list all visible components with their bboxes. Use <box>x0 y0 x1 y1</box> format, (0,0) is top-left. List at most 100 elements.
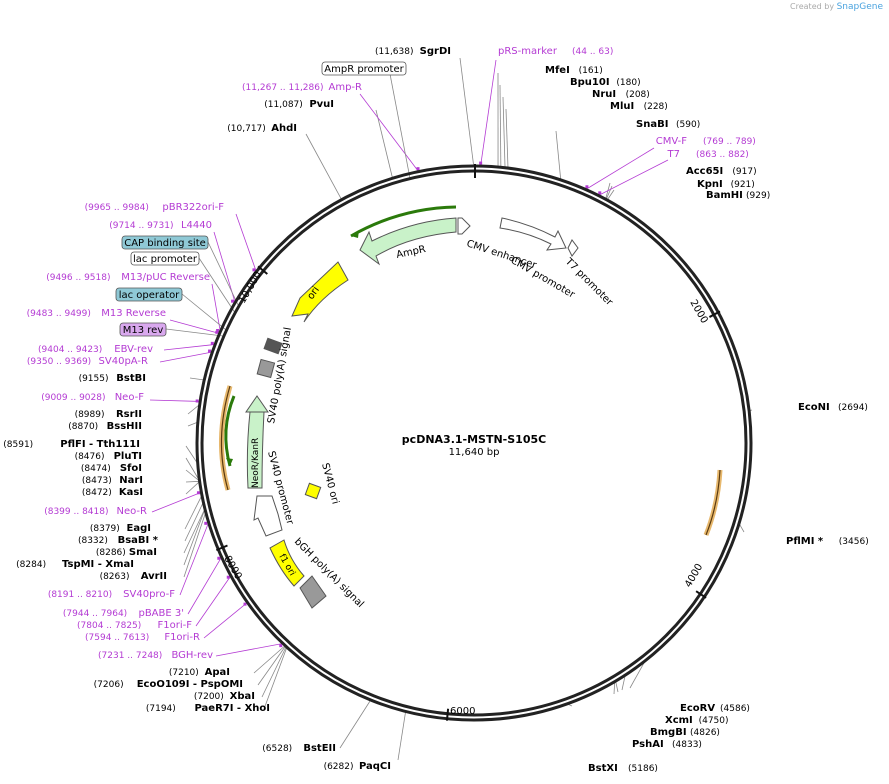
enzyme-site-smai[interactable]: SmaI(8286) <box>96 547 157 558</box>
credit-brand: SnapGene <box>836 2 883 12</box>
sv40-polya-feature[interactable] <box>263 337 283 355</box>
feature-box-label: lac operator <box>119 290 180 301</box>
enzyme-site-nrui[interactable]: NruI(208) <box>592 89 650 100</box>
enzyme-site-sfoi[interactable]: SfoI(8474) <box>81 463 142 474</box>
enzyme-name: PvuI <box>309 99 334 110</box>
primer-pbr322ori-f[interactable]: pBR322ori-F(9965 .. 9984) <box>85 202 225 213</box>
enzyme-site-ecoo109i-pspomi[interactable]: EcoO109I - PspOMI(7206) <box>94 679 243 690</box>
enzyme-site-paer7i-xhoi[interactable]: PaeR7I - XhoI(7194) <box>146 703 270 714</box>
enzyme-site-sgrdi[interactable]: SgrDI(11,638) <box>375 46 451 57</box>
primer-cmv-f[interactable]: CMV-F(769 .. 789) <box>656 136 756 147</box>
enzyme-position: (3456) <box>839 537 869 547</box>
ori-feature[interactable] <box>291 261 349 323</box>
feature-box-frame <box>115 287 183 302</box>
primer-leader-line <box>163 344 216 351</box>
enzyme-site-avrii[interactable]: AvrII(8263) <box>100 571 167 582</box>
primer-m13-reverse[interactable]: M13 Reverse(9483 .. 9499) <box>27 308 166 319</box>
cmv-enhancer-feature[interactable] <box>499 217 567 251</box>
enzyme-site-bstbi[interactable]: BstBI(9155) <box>79 373 146 384</box>
primer-name: L4440 <box>181 220 212 231</box>
primer-sv40pa-r[interactable]: SV40pA-R(9350 .. 9369) <box>27 356 148 367</box>
enzyme-site-kasi[interactable]: KasI (8472) <box>82 487 143 498</box>
enzyme-site-ahdi[interactable]: AhdI(10,717) <box>227 123 297 134</box>
leader-line <box>621 674 626 691</box>
enzyme-position: (6528) <box>262 744 292 754</box>
primer-sv40pro-f[interactable]: SV40pro-F(8191 .. 8210) <box>48 589 175 600</box>
neor-feature[interactable] <box>246 411 265 489</box>
ampr-promoter-feature[interactable] <box>457 217 471 235</box>
primer-range: (7944 .. 7964) <box>63 609 127 619</box>
primer-bgh-rev[interactable]: BGH-rev(7231 .. 7248) <box>98 650 213 661</box>
primer-leader-line <box>215 643 283 657</box>
primer-site-marker <box>196 491 200 495</box>
enzyme-site-rsrii[interactable]: RsrII(8989) <box>75 409 142 420</box>
enzyme-site-mfei[interactable]: MfeI(161) <box>545 65 603 76</box>
ampr-strand-arrowhead <box>351 230 359 238</box>
primer-pbabe-3[interactable]: pBABE 3'(7944 .. 7964) <box>63 608 184 619</box>
enzyme-site-mlui[interactable]: MluI(228) <box>610 101 668 112</box>
bgh-polya-feature[interactable] <box>299 575 327 609</box>
enzyme-site-bstxi[interactable]: BstXI(5186) <box>588 763 658 774</box>
enzyme-site-pflmi[interactable]: PflMI *(3456) <box>786 536 869 547</box>
feature-box-lac-promoter[interactable]: lac promoter <box>130 251 200 266</box>
primer-f1ori-f[interactable]: F1ori-F(7804 .. 7825) <box>77 620 192 631</box>
primer-t7[interactable]: T7(863 .. 882) <box>667 149 749 160</box>
primer-name: SV40pro-F <box>123 589 175 600</box>
sv40-ori-feature[interactable] <box>304 482 322 500</box>
enzyme-site-xbai[interactable]: XbaI(7200) <box>194 691 255 702</box>
enzyme-site-bamhi[interactable]: BamHI(929) <box>706 190 770 201</box>
enzyme-site-xcmi[interactable]: XcmI(4750) <box>665 715 729 726</box>
primer-f1ori-r[interactable]: F1ori-R(7594 .. 7613) <box>85 632 200 643</box>
enzyme-site-nari[interactable]: NarI(8473) <box>82 475 143 486</box>
enzyme-name: KasI <box>119 487 143 498</box>
enzyme-site-bpu10i[interactable]: Bpu10I(180) <box>570 77 641 88</box>
enzyme-site-bsteii[interactable]: BstEII(6528) <box>262 743 336 754</box>
feature-box-frame <box>321 61 407 76</box>
f1-ori-feature[interactable] <box>269 539 305 587</box>
primer-range: (11,267 .. 11,286) <box>242 83 323 93</box>
enzyme-site-econi[interactable]: EcoNI(2694) <box>798 402 868 413</box>
enzyme-name: NarI <box>119 475 143 486</box>
primer-range: (9483 .. 9499) <box>27 309 91 319</box>
leader-line <box>185 445 199 464</box>
enzyme-site-snabi[interactable]: SnaBI(590) <box>636 119 700 130</box>
primer-range: (863 .. 882) <box>696 150 749 160</box>
primer-prs-marker[interactable]: pRS-marker(44 .. 63) <box>498 46 613 57</box>
enzyme-site-pflfi-tth111i[interactable]: PflFI - Tth111I(8591) <box>3 439 140 450</box>
enzyme-name: PshAI <box>632 739 664 750</box>
primer-leader-line <box>179 522 210 596</box>
primer-neo-f[interactable]: Neo-F(9009 .. 9028) <box>41 392 144 403</box>
enzyme-site-pvui[interactable]: PvuI(11,087) <box>264 99 334 110</box>
feature-box-lac-operator[interactable]: lac operator <box>115 287 183 302</box>
feature-box-m13-rev[interactable]: M13 rev <box>119 322 167 337</box>
enzyme-position: (8472) <box>82 488 112 498</box>
enzyme-site-apai[interactable]: ApaI(7210) <box>169 667 230 678</box>
primer-m13-puc-reverse[interactable]: M13/pUC Reverse(9496 .. 9518) <box>46 272 210 283</box>
feature-box-ampr-promoter[interactable]: AmpR promoter <box>321 61 407 76</box>
enzyme-site-kpni[interactable]: KpnI(921) <box>697 179 755 190</box>
enzyme-site-bsshii[interactable]: BssHII(8870) <box>68 421 142 432</box>
enzyme-site-ecorv[interactable]: EcoRV(4586) <box>680 703 750 714</box>
primer-name: F1ori-F <box>158 620 193 631</box>
sv40-promoter-feature[interactable] <box>253 495 283 537</box>
feature-box-cap-binding-site[interactable]: CAP binding site <box>121 235 209 250</box>
cmv-promoter-feature[interactable] <box>567 239 579 257</box>
primer-amp-r[interactable]: Amp-R(11,267 .. 11,286) <box>242 82 362 93</box>
primer-site-marker <box>210 341 214 345</box>
leader-line <box>181 293 228 332</box>
enzyme-site-eagi[interactable]: EagI(8379) <box>90 523 151 534</box>
enzyme-site-pluti[interactable]: PluTI(8476) <box>75 451 142 462</box>
enzyme-site-tspmi-xmai[interactable]: TspMI - XmaI(8284) <box>16 559 134 570</box>
enzyme-site-paqci[interactable]: PaqCI(6282) <box>324 761 391 772</box>
primer-neo-r[interactable]: Neo-R(8399 .. 8418) <box>44 506 147 517</box>
feature-label-t7-promoter: T7 promoter <box>562 256 615 309</box>
ampr-feature[interactable] <box>359 217 457 266</box>
primer-ebv-rev[interactable]: EBV-rev(9404 .. 9423) <box>38 344 153 355</box>
enzyme-site-acc65i[interactable]: Acc65I(917) <box>686 166 757 177</box>
enzyme-site-pshai[interactable]: PshAI(4833) <box>632 739 702 750</box>
sv40-polya-gray-box <box>256 358 276 379</box>
enzyme-site-bsabi[interactable]: BsaBI *(8332) <box>78 535 159 546</box>
enzyme-site-bmgbi[interactable]: BmgBI(4826) <box>650 727 720 738</box>
primer-l4440[interactable]: L4440(9714 .. 9731) <box>109 220 212 231</box>
primer-site-marker <box>243 602 247 606</box>
